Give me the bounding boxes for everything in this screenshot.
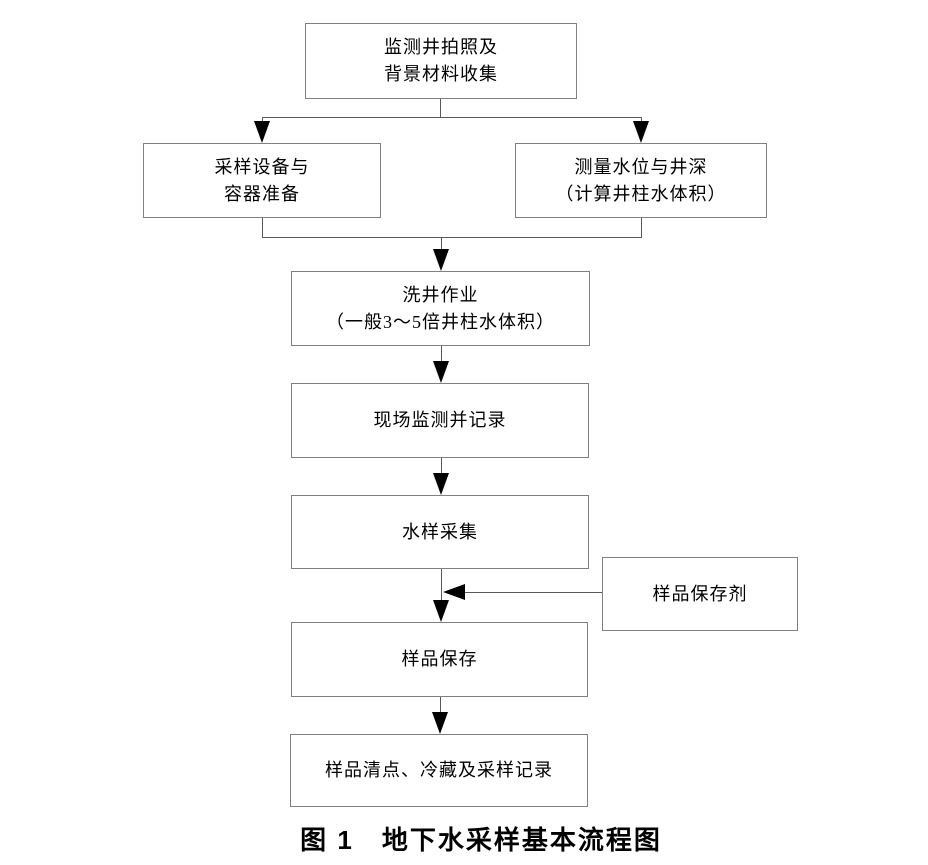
node-water-sample-collection: 水样采集 [291,495,589,569]
figure-caption: 图 1 地下水采样基本流程图 [300,825,662,855]
connector-monitor-down [441,458,442,475]
arrowhead-preservative-into-flow [443,584,465,600]
connector-merge-down [441,237,442,252]
arrowhead-into-purge [433,249,449,271]
node-label-line: 水样采集 [402,521,478,542]
node-label-line: 样品清点、冷藏及采样记录 [325,760,553,780]
node-sample-preservation: 样品保存 [291,622,588,697]
node-label-line: 采样设备与 [214,156,310,177]
connector-preservative-horizontal [447,592,602,593]
arrowhead-into-collect [433,473,449,495]
node-label-line: 样品保存剂 [652,583,748,604]
arrowhead-into-preserve [433,600,449,622]
node-label-line: 背景材料收集 [384,64,498,84]
connector-split-horizontal [262,117,642,118]
node-sample-inventory-refrigeration-records: 样品清点、冷藏及采样记录 [290,734,588,807]
node-label-line: 样品保存 [401,649,478,669]
arrowhead-into-prepare [254,121,270,143]
node-label-line: （计算井柱水体积） [555,183,727,204]
node-sampling-equipment-container-prep: 采样设备与 容器准备 [143,143,381,218]
connector-prepare-down [262,218,263,238]
arrowhead-into-monitor [433,361,449,383]
node-well-photo-and-background-materials: 监测井拍照及 背景材料收集 [305,23,577,99]
connector-collect-down [441,569,442,602]
node-field-monitoring-and-recording: 现场监测并记录 [291,383,589,458]
connector-photo-down [440,99,441,118]
arrowhead-into-inventory [432,712,448,734]
connector-split-left-stub [262,117,263,124]
connector-measure-down [641,218,642,238]
connector-split-right-stub [641,117,642,124]
node-label-line: 容器准备 [224,183,300,204]
node-label-line: 测量水位与井深 [574,156,708,177]
node-sample-preservative: 样品保存剂 [602,557,798,631]
node-measure-water-level-well-depth: 测量水位与井深 （计算井柱水体积） [515,143,767,218]
connector-merge-horizontal [262,237,642,238]
arrowhead-into-measure [633,121,649,143]
node-label-line: （一般3～5倍井柱水体积） [326,311,555,332]
node-well-purging: 洗井作业 （一般3～5倍井柱水体积） [291,271,590,346]
connector-preserve-down [440,697,441,714]
node-label-line: 监测井拍照及 [384,37,498,57]
node-label-line: 现场监测并记录 [373,410,507,430]
connector-purge-down [441,346,442,363]
node-label-line: 洗井作业 [402,284,479,305]
